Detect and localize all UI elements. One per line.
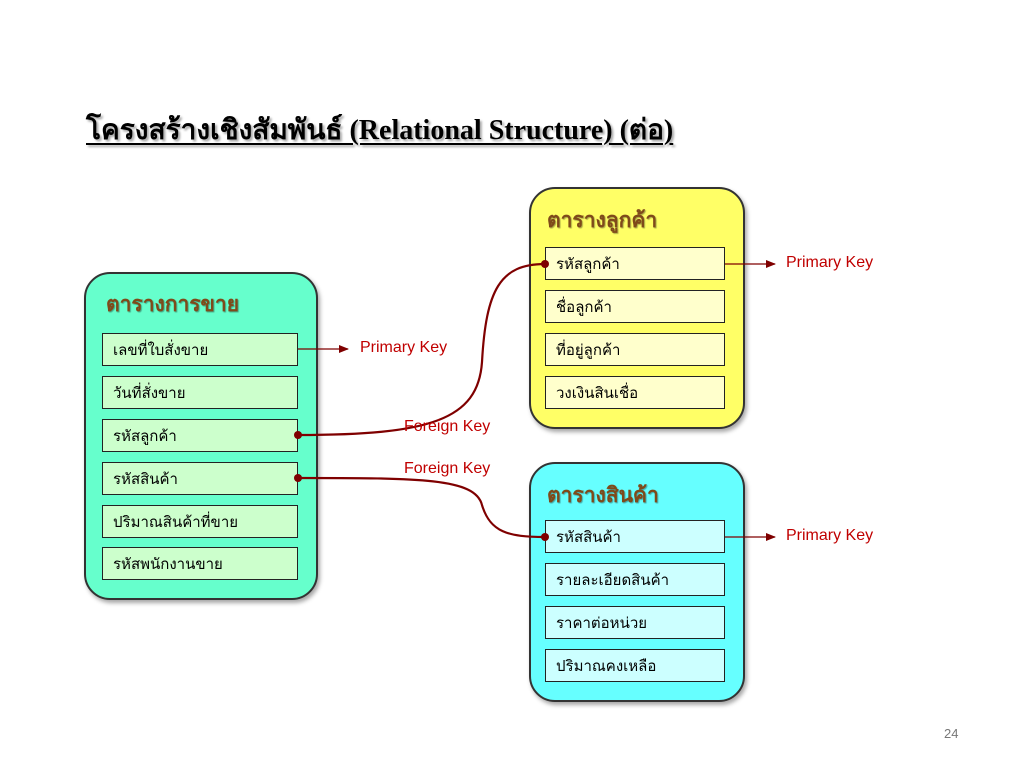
customer-field-customer-name: ชื่อลูกค้า <box>545 290 725 323</box>
fk-customer-target-dot <box>541 260 549 268</box>
sales-table-title: ตารางการขาย <box>106 292 239 316</box>
sales-field-product-id: รหัสสินค้า <box>102 462 298 495</box>
fk-customer-link <box>297 262 546 437</box>
product-table-title: ตารางสินค้า <box>547 483 659 507</box>
slide-title: โครงสร้างเชิงสัมพันธ์ (Relational Struct… <box>86 115 674 146</box>
sales-field-customer-id: รหัสลูกค้า <box>102 419 298 452</box>
fk-product-label: Foreign Key <box>404 460 491 477</box>
customer-field-credit-limit: วงเงินสินเชื่อ <box>545 376 725 409</box>
sales-field-quantity-sold: ปริมาณสินค้าที่ขาย <box>102 505 298 538</box>
sales-field-salesperson-id: รหัสพนักงานขาย <box>102 547 298 580</box>
sales-field-order-date: วันที่สั่งขาย <box>102 376 298 409</box>
fk-product-source-dot <box>294 474 302 482</box>
product-primary-key-label: Primary Key <box>786 527 874 544</box>
sales-primary-key-label: Primary Key <box>360 339 448 356</box>
fk-product-link <box>297 476 546 539</box>
fk-product-target-dot <box>541 533 549 541</box>
customer-primary-key-label: Primary Key <box>786 254 874 271</box>
product-field-product-id: รหัสสินค้า <box>545 520 725 553</box>
product-field-stock-quantity: ปริมาณคงเหลือ <box>545 649 725 682</box>
customer-table-title: ตารางลูกค้า <box>547 208 658 232</box>
customer-field-customer-address: ที่อยู่ลูกค้า <box>545 333 725 366</box>
customer-field-customer-id: รหัสลูกค้า <box>545 247 725 280</box>
page-number: 24 <box>944 726 959 741</box>
sales-field-order-no: เลขที่ใบสั่งขาย <box>102 333 298 366</box>
fk-customer-label: Foreign Key <box>404 418 491 435</box>
product-field-unit-price: ราคาต่อหน่วย <box>545 606 725 639</box>
fk-customer-source-dot <box>294 431 302 439</box>
product-field-product-detail: รายละเอียดสินค้า <box>545 563 725 596</box>
